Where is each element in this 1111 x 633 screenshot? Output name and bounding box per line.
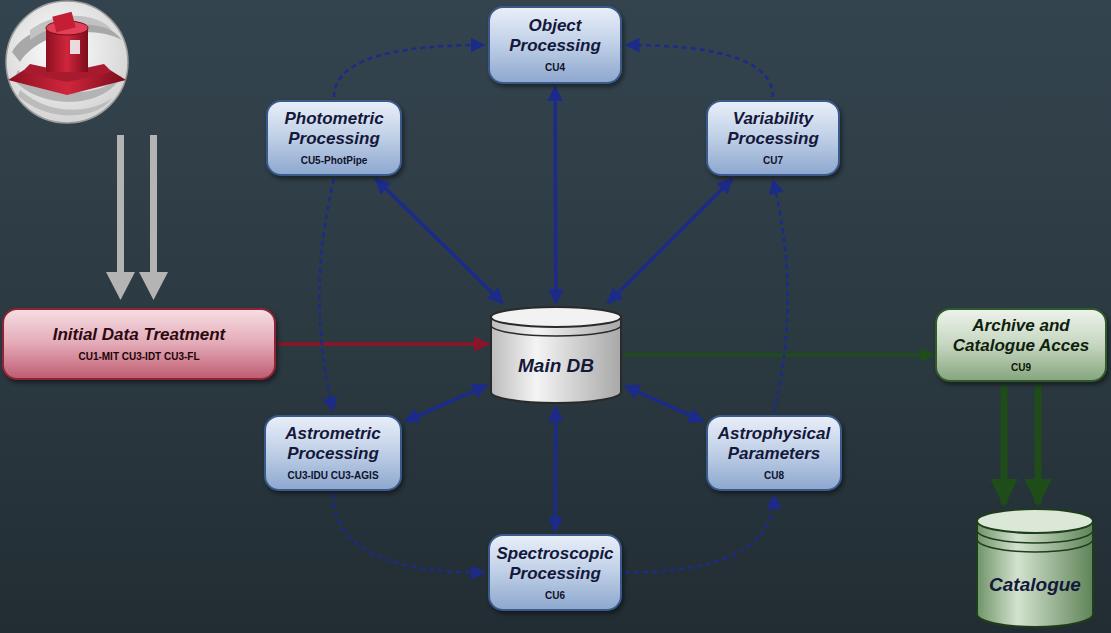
flow-arrow: [376, 179, 503, 303]
process-box: Initial Data TreatmentCU1-MIT CU3-IDT CU…: [2, 308, 276, 380]
unit-code: CU1-MIT CU3-IDT CU3-FL: [78, 350, 199, 363]
unit-code: CU4: [545, 61, 565, 74]
unit-code: CU3-IDU CU3-AGIS: [287, 469, 378, 482]
unit-code: CU8: [764, 469, 784, 482]
flow-arrow: [277, 342, 488, 346]
process-box: Photometric ProcessingCU5-PhotPipe: [266, 100, 402, 176]
flow-arrow: [553, 87, 557, 303]
dashed-flow-arrow: [626, 45, 773, 97]
node-title: Object Processing: [498, 16, 612, 56]
flow-arrow: [623, 353, 933, 357]
unit-code: CU6: [545, 589, 565, 602]
database-cylinder: Catalogue: [976, 508, 1094, 628]
unit-code: CU9: [1011, 361, 1031, 374]
process-box: Archive and Catalogue AccesCU9: [935, 308, 1107, 382]
unit-code: CU7: [763, 154, 783, 167]
process-box: Object ProcessingCU4: [488, 6, 622, 84]
flow-arrow: [553, 407, 557, 531]
database-cylinder: Main DB: [490, 306, 622, 404]
process-box: Astrometric ProcessingCU3-IDU CU3-AGIS: [264, 415, 402, 491]
flow-arrow: [608, 179, 732, 303]
dashed-flow-arrow: [773, 180, 788, 412]
node-title: Archive and Catalogue Acces: [945, 316, 1097, 356]
node-title: Variability Processing: [716, 109, 830, 149]
node-title: Initial Data Treatment: [53, 325, 226, 345]
node-title: Astrometric Processing: [274, 424, 392, 464]
process-box: Spectroscopic ProcessingCU6: [488, 534, 622, 611]
flow-arrow: [405, 385, 487, 421]
node-title: Catalogue: [989, 575, 1081, 595]
node-title: Main DB: [518, 356, 594, 376]
dashed-flow-arrow: [334, 45, 484, 97]
dashed-flow-arrow: [319, 179, 334, 411]
dashed-flow-arrow: [333, 494, 484, 573]
flow-arrow: [1001, 385, 1008, 504]
downlink-arrows: [106, 135, 168, 300]
cylinder-outline: [490, 306, 622, 404]
process-box: Variability ProcessingCU7: [706, 100, 840, 176]
satellite-illustration: [6, 1, 128, 123]
flow-arrow: [625, 386, 703, 421]
cylinder-outline: [976, 508, 1094, 628]
flow-arrow: [1035, 385, 1042, 504]
unit-code: CU5-PhotPipe: [301, 154, 368, 167]
process-box: Astrophysical ParametersCU8: [706, 415, 842, 491]
node-title: Spectroscopic Processing: [496, 544, 613, 584]
dashed-flow-arrow: [625, 495, 774, 573]
node-title: Astrophysical Parameters: [716, 424, 832, 464]
node-title: Photometric Processing: [276, 109, 392, 149]
